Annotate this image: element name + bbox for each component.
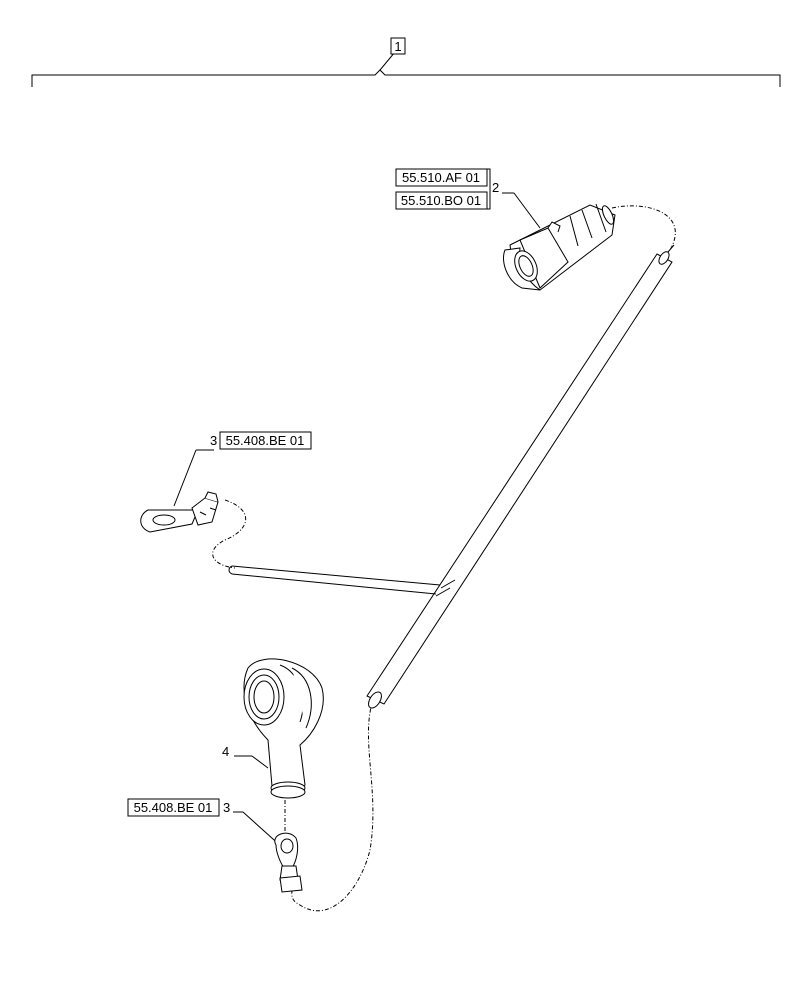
ring-terminal-upper [140, 491, 219, 533]
harness-sleeve-main [366, 244, 675, 709]
callout-item-3-lower-number: 3 [223, 800, 230, 815]
ref-label-55-510-bo: 55.510.BO 01 [401, 193, 481, 208]
assembly-bracket [31, 51, 781, 87]
wire-dashes [212, 205, 676, 912]
ref-label-55-408-be-lower: 55.408.BE 01 [134, 800, 213, 815]
harness-branch-wire [228, 565, 441, 595]
callout-item-1-number: 1 [394, 39, 401, 54]
connector-item-2 [503, 203, 616, 291]
callout-item-4[interactable]: 4 [222, 744, 269, 769]
ref-box-55-510-af[interactable] [395, 168, 488, 187]
callout-item-3-upper-number: 3 [210, 433, 217, 448]
wire-terminal-to-branch [212, 499, 247, 569]
callout-item-1[interactable]: 1 [390, 37, 406, 55]
callout-item-2-number: 2 [492, 180, 499, 195]
callout-item-2[interactable]: 55.510.AF 01 55.510.BO 01 2 [395, 168, 541, 229]
callout-item-3-lower[interactable]: 55.408.BE 01 3 [127, 798, 284, 849]
ref-label-55-408-be-upper: 55.408.BE 01 [226, 433, 305, 448]
ref-box-55-510-bo[interactable] [395, 191, 488, 210]
ref-box-55-408-be-upper[interactable] [219, 431, 312, 450]
ring-terminal-lower [274, 832, 303, 893]
rubber-boot-item-4 [243, 658, 324, 799]
wire-tube-bottom-to-terminal [291, 699, 374, 912]
callout-item-3-upper[interactable]: 3 55.408.BE 01 [173, 431, 312, 507]
callout-item-4-number: 4 [222, 744, 229, 759]
wire-connector-to-tube [611, 205, 676, 251]
ref-label-55-510-af: 55.510.AF 01 [402, 170, 480, 185]
ref-box-55-408-be-lower[interactable] [127, 798, 220, 817]
